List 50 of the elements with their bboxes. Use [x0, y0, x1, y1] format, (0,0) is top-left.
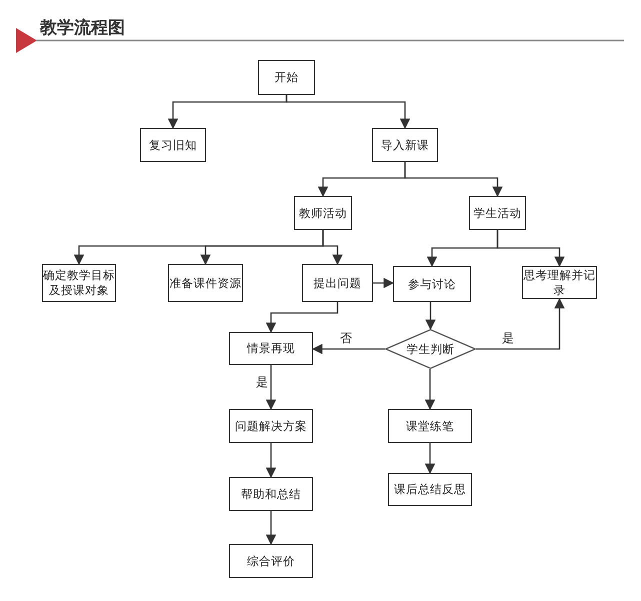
arrow [266, 511, 276, 546]
arrow [266, 302, 338, 334]
arrow [322, 230, 343, 266]
node-text: 教师活动 [299, 206, 347, 220]
arrow [476, 298, 565, 350]
arrow [424, 443, 436, 474]
arrow [266, 365, 276, 410]
node-text: 情景再现 [247, 341, 295, 356]
process-box [229, 332, 313, 365]
decision-diamond [385, 329, 476, 369]
node-text: 学生活动 [474, 206, 522, 220]
node-text: 综合评价 [247, 554, 295, 568]
process-box [388, 473, 472, 506]
process-box [469, 196, 526, 230]
process-box [388, 409, 472, 443]
node-text: 思考理解并记录 [523, 268, 596, 298]
edge-label: 是 [254, 374, 270, 390]
node-text: 导入新课 [381, 138, 429, 152]
arrow [312, 344, 385, 354]
process-box [258, 60, 315, 95]
edge-label: 是 [500, 330, 516, 346]
node-text: 问题解决方案 [235, 418, 307, 434]
arrow [266, 443, 276, 478]
process-box [294, 196, 352, 230]
process-box [302, 264, 373, 302]
process-box [393, 266, 471, 302]
node-text: 复习旧知 [149, 138, 197, 152]
node-text: 课堂练笔 [406, 418, 454, 434]
process-box [140, 128, 206, 162]
process-box [229, 409, 313, 443]
process-box [229, 477, 313, 511]
node-text: 确定教学目标及授课对象 [43, 268, 115, 298]
arrow [496, 230, 565, 268]
node-text: 提出问题 [314, 276, 362, 290]
arrow [286, 95, 410, 130]
arrow [404, 162, 503, 198]
diagram-title: 教学流程图 [40, 17, 125, 39]
node-text: 开始 [274, 70, 298, 85]
node-text: 参与讨论 [408, 276, 456, 292]
process-box [229, 544, 313, 578]
arrow [425, 302, 436, 330]
node-text: 帮助和总结 [241, 486, 301, 502]
arrow [424, 369, 436, 410]
edge-label: 否 [338, 330, 354, 346]
arrow [373, 278, 394, 288]
node-text: 学生判断 [406, 342, 454, 356]
process-box [372, 128, 438, 162]
node-text: 课后总结反思 [394, 482, 466, 497]
process-box [168, 264, 243, 302]
node-text: 准备课件资源 [170, 276, 242, 290]
